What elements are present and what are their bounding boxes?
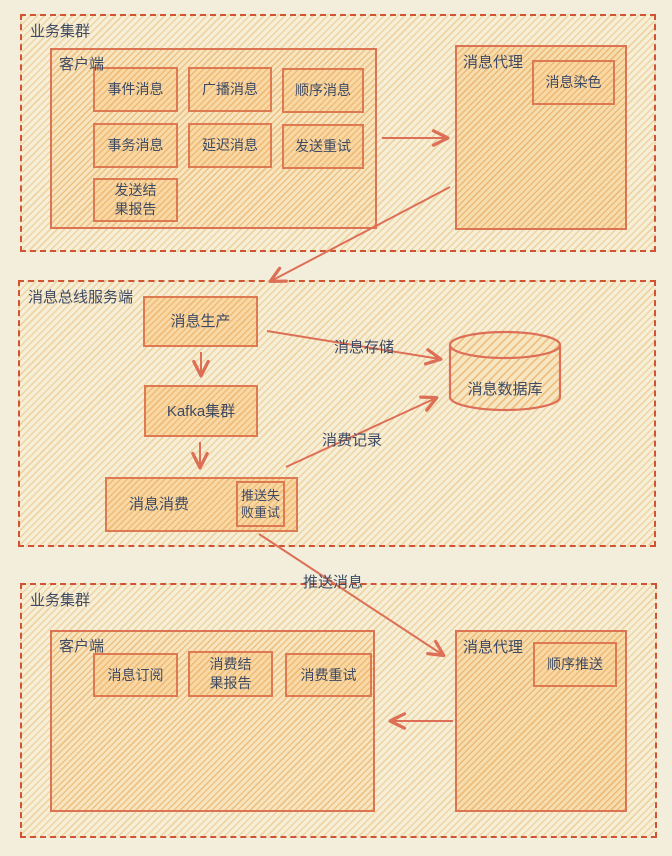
- broker-box-top-title: 消息代理: [463, 54, 524, 71]
- box-kafka-cluster: Kafka集群: [144, 385, 258, 437]
- item-event-message: 事件消息: [93, 67, 178, 112]
- client-box-bottom-title: 客户端: [59, 638, 105, 655]
- client-box-top-title: 客户端: [59, 56, 105, 73]
- section-title-business-cluster-bottom: 业务集群: [30, 592, 91, 609]
- broker-box-top: [455, 45, 627, 230]
- edge-label-push-message: 推送消息: [303, 574, 364, 591]
- box-message-producer: 消息生产: [143, 296, 258, 347]
- item-consume-result-report: 消费结 果报告: [188, 651, 273, 697]
- edge-label-message-store: 消息存储: [334, 339, 395, 356]
- item-ordered-push: 顺序推送: [533, 642, 617, 687]
- item-ordered-message: 顺序消息: [282, 68, 364, 113]
- item-message-subscribe: 消息订阅: [93, 653, 178, 697]
- item-transaction-message: 事务消息: [93, 123, 178, 168]
- item-send-retry: 发送重试: [282, 124, 364, 169]
- section-title-business-cluster-top: 业务集群: [30, 23, 91, 40]
- item-delay-message: 延迟消息: [188, 123, 272, 168]
- item-broadcast-message: 广播消息: [188, 67, 272, 112]
- item-message-dyeing: 消息染色: [532, 60, 615, 105]
- item-send-result-report: 发送结 果报告: [93, 178, 178, 222]
- edge-label-consume-record: 消费记录: [322, 432, 383, 449]
- box-push-fail-retry: 推送失 败重试: [236, 481, 285, 527]
- broker-box-bottom-title: 消息代理: [463, 639, 524, 656]
- item-consume-retry: 消费重试: [285, 653, 372, 697]
- database-label: 消息数据库: [467, 381, 543, 398]
- section-title-message-bus-server: 消息总线服务端: [28, 289, 134, 306]
